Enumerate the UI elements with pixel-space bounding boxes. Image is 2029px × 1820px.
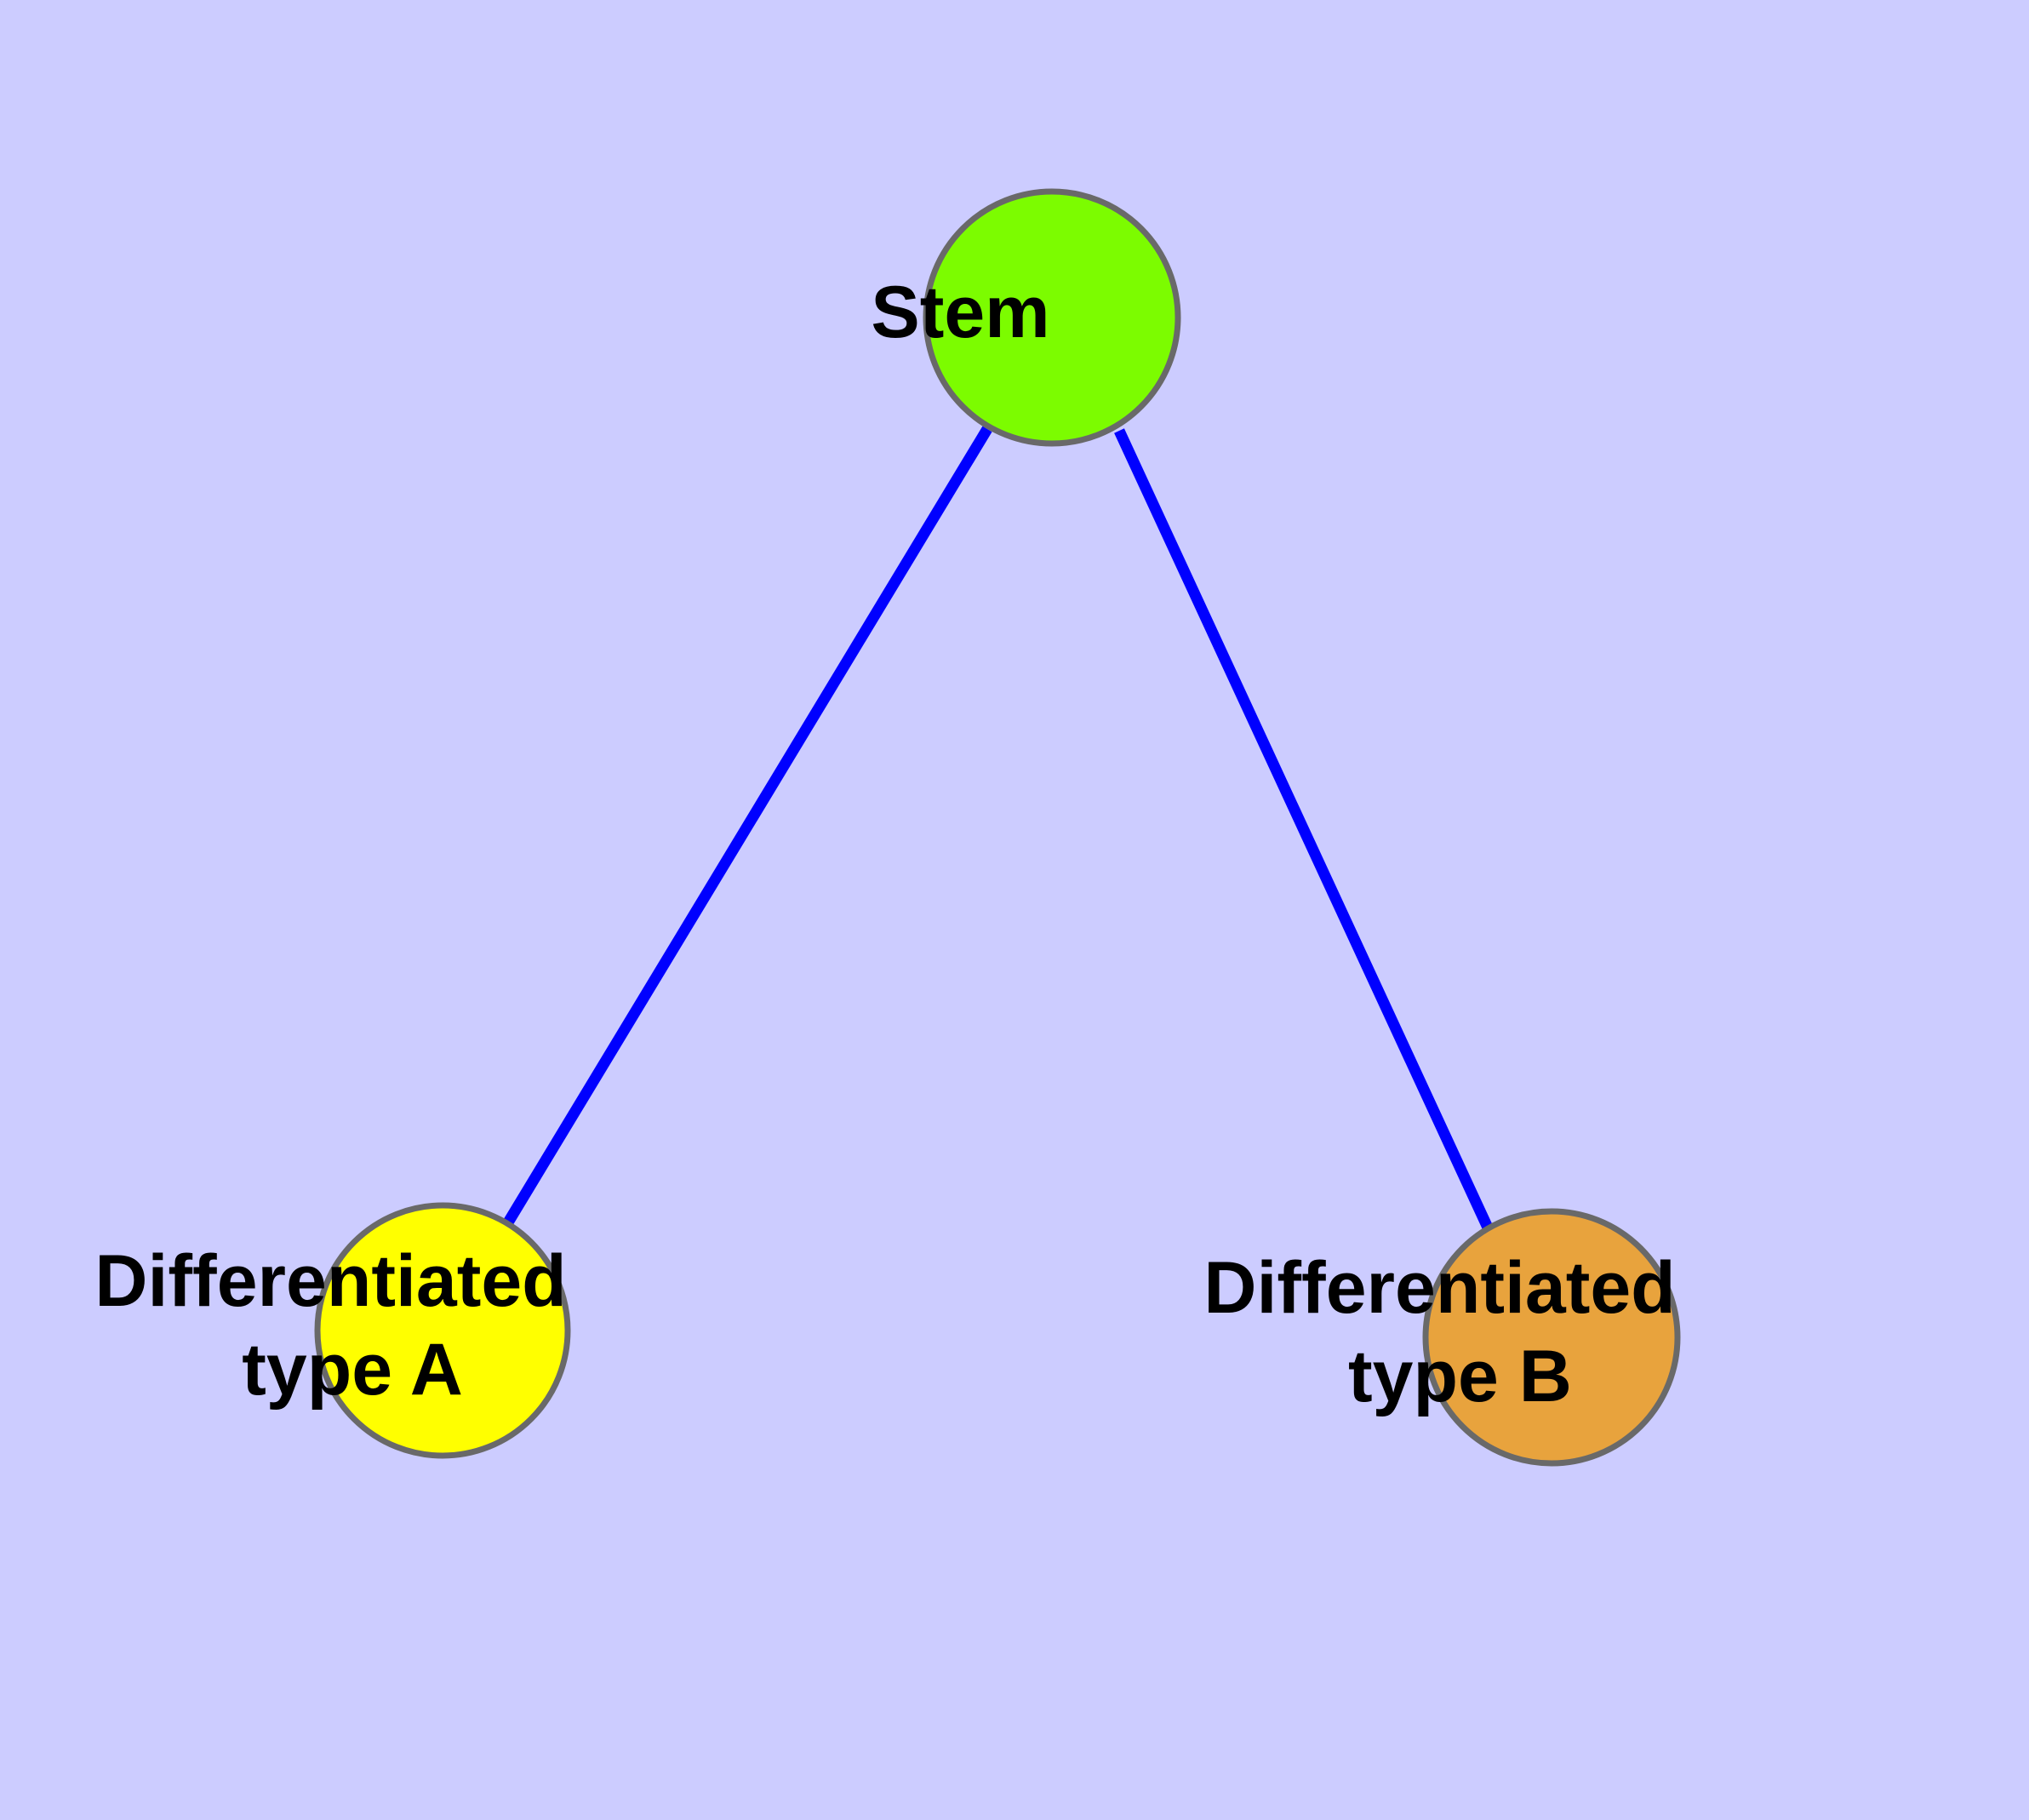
node-diff-b-circle[interactable]: [1422, 1208, 1681, 1467]
node-diff-b-label-line-2: type B: [1348, 1336, 1572, 1417]
node-diff-a[interactable]: Differentiated type A: [94, 1202, 790, 1459]
node-stem[interactable]: Stem: [871, 188, 1232, 447]
edge-stem-to-diff-a[interactable]: [503, 426, 992, 1226]
node-stem-label-line-1: Stem: [871, 272, 1049, 353]
node-diff-b-label-line-1: Differentiated: [1203, 1247, 1675, 1329]
node-stem-circle[interactable]: [923, 188, 1181, 447]
edge-stem-to-diff-b[interactable]: [1114, 428, 1493, 1230]
node-diff-b-label: Differentiated type B: [1203, 1247, 1899, 1417]
node-diff-a-label-line-2: type A: [242, 1329, 461, 1411]
node-layer: Stem Differentiated type A Differentiate…: [94, 188, 1899, 1467]
node-diff-b[interactable]: Differentiated type B: [1203, 1208, 1899, 1467]
edge-layer: [503, 426, 1493, 1230]
node-diff-a-label: Differentiated type A: [94, 1240, 790, 1411]
node-diff-a-circle[interactable]: [314, 1202, 571, 1459]
node-diff-a-label-line-1: Differentiated: [94, 1240, 566, 1322]
node-stem-label: Stem: [871, 272, 1232, 353]
